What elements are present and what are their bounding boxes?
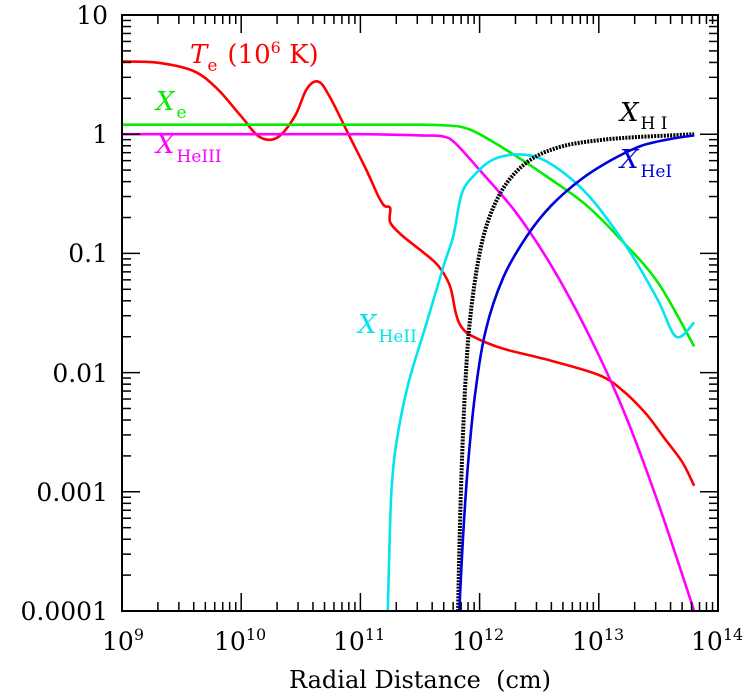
curve-x-heii <box>386 153 696 612</box>
x-tick-label: 1010 <box>214 625 266 656</box>
curve-x-heiii <box>122 132 696 612</box>
x-tick-label: 1012 <box>452 625 504 656</box>
x-tick-label: 1014 <box>691 625 743 656</box>
y-tick-label: 1 <box>92 120 108 149</box>
y-tick-label: 0.001 <box>36 478 108 507</box>
data-curves <box>121 60 696 612</box>
x-tick-label: 1011 <box>333 625 385 656</box>
y-tick-label: 0.01 <box>52 359 108 388</box>
label-te: Te(106 K) <box>190 38 319 76</box>
curve-x-hi <box>456 132 695 612</box>
axis-ticks <box>122 15 718 611</box>
x-axis-title: Radial Distance (cm) <box>289 666 551 694</box>
plot-frame <box>121 14 719 612</box>
curve-t-e-10-6-k- <box>121 60 696 487</box>
x-tick-label: 1013 <box>572 625 624 656</box>
y-tick-label: 0.0001 <box>21 597 108 626</box>
x-tick-label: 109 <box>102 625 144 656</box>
y-tick-label: 10 <box>76 1 108 30</box>
x-tick-labels: 109 1010 1011 1012 1013 1014 <box>102 625 743 656</box>
y-tick-label: 0.1 <box>68 239 108 268</box>
curve-x-hei <box>458 134 695 612</box>
